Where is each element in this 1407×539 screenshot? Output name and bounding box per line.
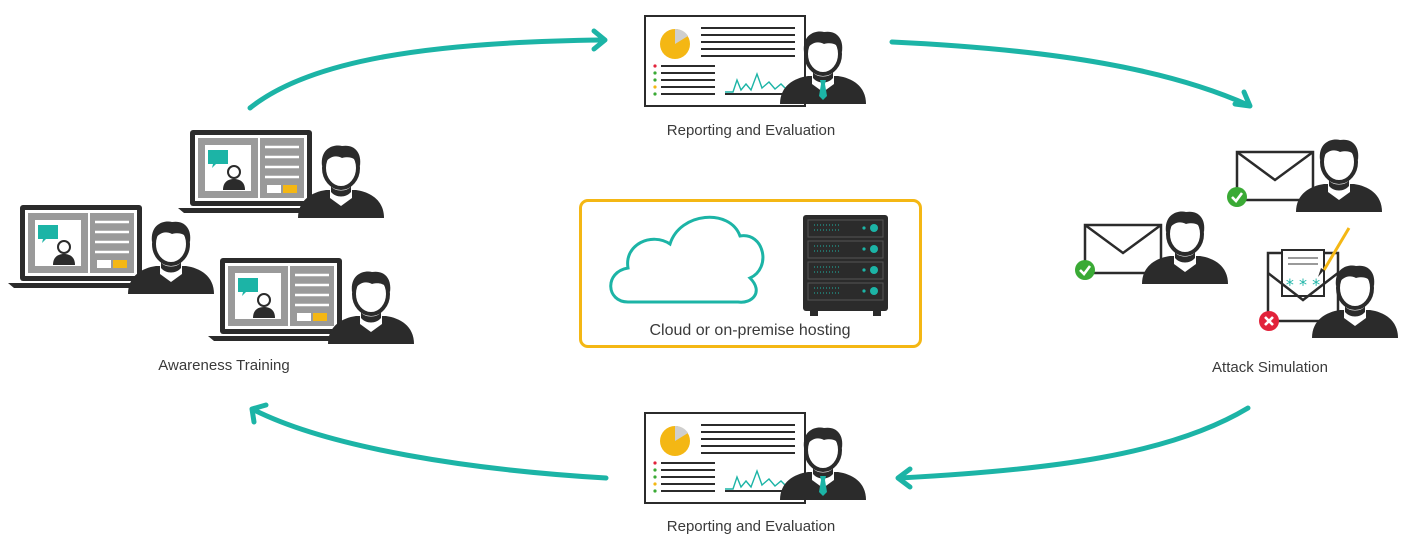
hosting-box xyxy=(579,199,922,348)
arrow-attack-to-report xyxy=(897,405,1251,481)
svg-text:* * *: * * * xyxy=(1286,275,1320,294)
laptop-training-icon xyxy=(6,203,156,290)
check-badge-icon xyxy=(1225,185,1249,209)
reporting-bottom-caption: Reporting and Evaluation xyxy=(666,518,836,535)
arrow-heads xyxy=(249,28,1253,490)
reporting-top-caption: Reporting and Evaluation xyxy=(666,122,836,139)
envelope-icon xyxy=(1235,150,1315,202)
report-document-icon xyxy=(644,412,806,504)
arrow-training-to-report xyxy=(247,37,606,111)
report-document-icon xyxy=(644,15,806,107)
cycle-arrows xyxy=(247,37,1251,481)
laptop-training-icon xyxy=(176,128,326,215)
hosting-group xyxy=(609,215,888,316)
arrow-report-to-attack xyxy=(889,39,1251,108)
hosting-caption: Cloud or on-premise hosting xyxy=(649,322,851,339)
check-badge-icon xyxy=(1073,258,1097,282)
laptop-training-icon xyxy=(206,256,356,343)
attack-simulation-caption: Attack Simulation xyxy=(1212,359,1328,376)
cross-badge-icon xyxy=(1257,309,1281,333)
phishing-envelope-icon: * * * xyxy=(1266,227,1351,323)
awareness-training-group xyxy=(6,128,416,346)
arrow-report-to-training xyxy=(251,407,609,481)
attack-simulation-group: * * * xyxy=(1073,137,1400,340)
cloud-icon xyxy=(609,215,765,304)
server-rack-icon xyxy=(803,215,888,316)
report-bottom-group xyxy=(644,412,866,504)
report-top-group xyxy=(644,15,866,107)
awareness-training-caption: Awareness Training xyxy=(158,357,290,374)
